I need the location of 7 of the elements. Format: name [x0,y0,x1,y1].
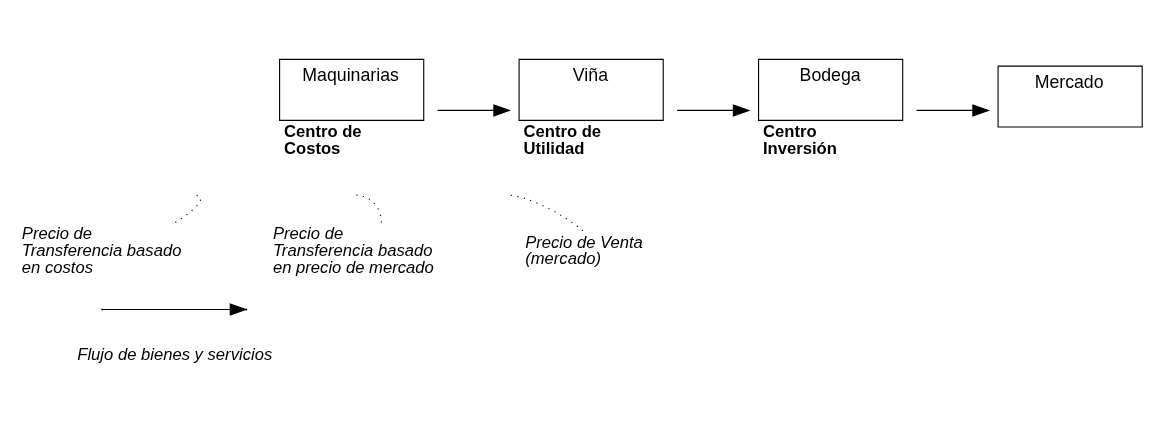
node-label: Centro de Utilidad [523,121,602,158]
node-text: Precio de Transferencia basado en costos [21,223,182,277]
node-label: Centro de Costos [284,121,362,158]
node-label: Centro Inversión [763,121,837,158]
node-text: Precio de Transferencia basado en precio de mercado [272,223,434,277]
node-text: Precio de Venta (mercado) [525,232,643,268]
legend-label: Flujo de bienes y servicios [77,344,273,364]
